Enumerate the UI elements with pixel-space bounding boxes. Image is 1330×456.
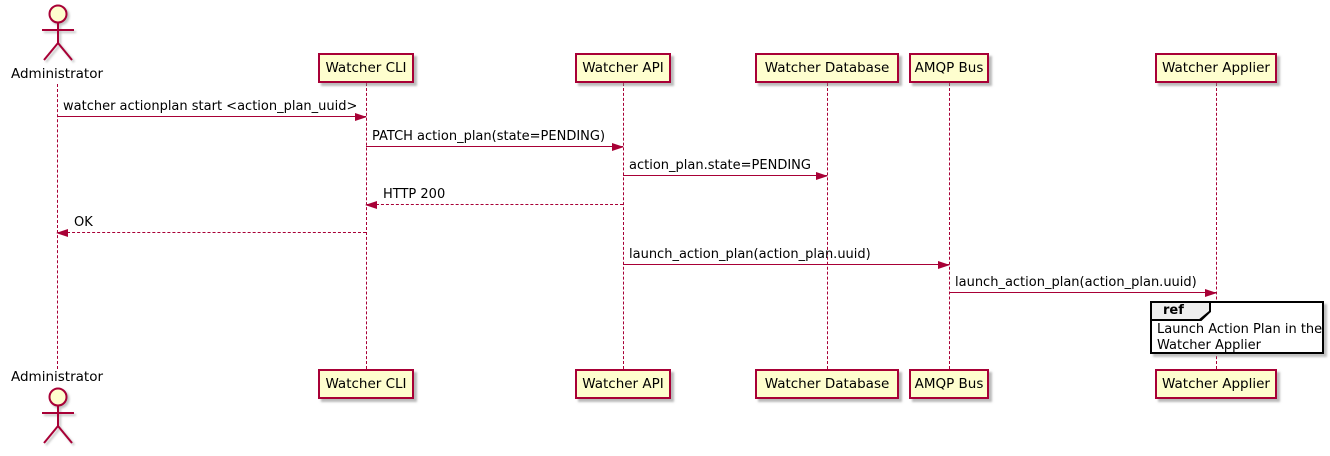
message-line: [623, 175, 827, 176]
message-label: HTTP 200: [383, 187, 446, 202]
message-line: [366, 146, 623, 147]
arrowhead-right-icon: [816, 172, 828, 180]
ref-fragment: ref Launch Action Plan in the Watcher Ap…: [1150, 301, 1324, 354]
actor-label-top: Administrator: [10, 66, 104, 82]
arrowhead-right-icon: [355, 113, 367, 121]
ref-text-line2: Watcher Applier: [1157, 338, 1261, 353]
message-line: [623, 264, 949, 265]
lifeline-watcher-applier: [1216, 83, 1217, 369]
ref-text-line1: Launch Action Plan in the: [1157, 322, 1323, 337]
message-ok: OK: [56, 213, 366, 237]
message-line: [366, 204, 623, 205]
message-label: watcher actionplan start <action_plan_uu…: [63, 99, 358, 114]
message-label: action_plan.state=PENDING: [629, 158, 811, 173]
message-launch-action-plan-amqp: launch_action_plan(action_plan.uuid): [623, 245, 950, 269]
arrowhead-left-icon: [365, 201, 377, 209]
participant-watcher-api-top: Watcher API: [575, 53, 671, 83]
actor-icon: [42, 4, 74, 61]
message-label: OK: [74, 215, 93, 230]
ref-text: Launch Action Plan in the Watcher Applie…: [1157, 322, 1322, 354]
actor-icon: [42, 387, 74, 444]
participant-watcher-database-bottom: Watcher Database: [755, 369, 899, 399]
lifeline-watcher-cli: [366, 83, 367, 369]
participant-amqp-bus-bottom: AMQP Bus: [909, 369, 989, 399]
arrowhead-right-icon: [938, 261, 950, 269]
participant-watcher-api-bottom: Watcher API: [575, 369, 671, 399]
participant-watcher-cli-bottom: Watcher CLI: [318, 369, 414, 399]
message-label: PATCH action_plan(state=PENDING): [372, 129, 606, 144]
message-line: [57, 232, 366, 233]
lifeline-administrator: [57, 84, 58, 369]
lifeline-amqp-bus: [949, 83, 950, 369]
arrowhead-right-icon: [1205, 289, 1217, 297]
lifeline-watcher-api: [623, 83, 624, 369]
participant-watcher-database-top: Watcher Database: [755, 53, 899, 83]
participant-watcher-cli-top: Watcher CLI: [318, 53, 414, 83]
arrowhead-left-icon: [56, 229, 68, 237]
participant-amqp-bus-top: AMQP Bus: [909, 53, 989, 83]
lifeline-watcher-database: [827, 83, 828, 369]
message-line: [57, 116, 366, 117]
participant-watcher-applier-bottom: Watcher Applier: [1155, 369, 1277, 399]
arrowhead-right-icon: [612, 143, 624, 151]
message-state-pending: action_plan.state=PENDING: [623, 156, 828, 180]
message-line: [949, 292, 1216, 293]
message-label: launch_action_plan(action_plan.uuid): [629, 247, 871, 262]
ref-keyword: ref: [1152, 303, 1209, 319]
message-label: launch_action_plan(action_plan.uuid): [955, 275, 1197, 290]
message-launch-action-plan-applier: launch_action_plan(action_plan.uuid): [949, 273, 1217, 297]
message-patch-action-plan: PATCH action_plan(state=PENDING): [366, 127, 624, 151]
participant-watcher-applier-top: Watcher Applier: [1155, 53, 1277, 83]
actor-label-bottom: Administrator: [10, 369, 104, 385]
message-http-200: HTTP 200: [365, 185, 623, 209]
message-actionplan-start: watcher actionplan start <action_plan_uu…: [57, 97, 367, 121]
